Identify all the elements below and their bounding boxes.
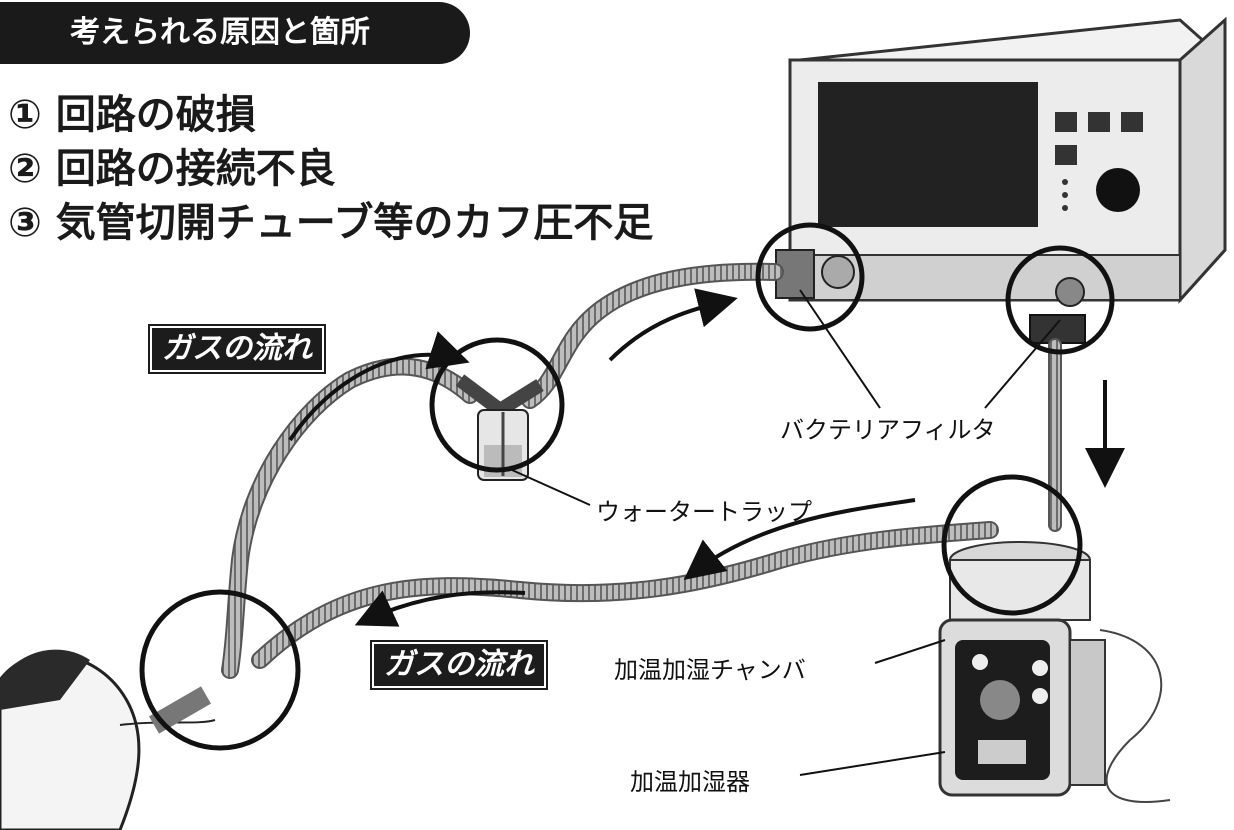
gas-flow-label: ガスの流れ (148, 324, 326, 374)
title-badge: 考えられる原因と箇所 (0, 2, 470, 64)
highlight-circles (139, 222, 1115, 751)
bacteria-filter-label: バクテリアフィルタ (780, 416, 996, 444)
ventilator-screen (818, 82, 1038, 227)
chamber-label: 加温加湿チャンバ (614, 656, 806, 684)
humidifier-label: 加温加湿器 (630, 768, 750, 796)
gas-flow-arrow-icons (288, 288, 1125, 627)
callout-leaders (511, 289, 1061, 776)
water-trap-label: ウォータートラップ (596, 498, 812, 526)
cause-1: ① 回路の破損 (8, 92, 256, 138)
cause-2: ② 回路の接続不良 (8, 146, 336, 192)
gas-flow-label: ガスの流れ (370, 640, 548, 690)
ventilator-icon (788, 16, 1227, 304)
humidifier-icon (938, 541, 1171, 803)
cause-3: ③ 気管切開チューブ等のカフ圧不足 (8, 200, 654, 246)
bacteria-filter-icon (775, 249, 1086, 344)
